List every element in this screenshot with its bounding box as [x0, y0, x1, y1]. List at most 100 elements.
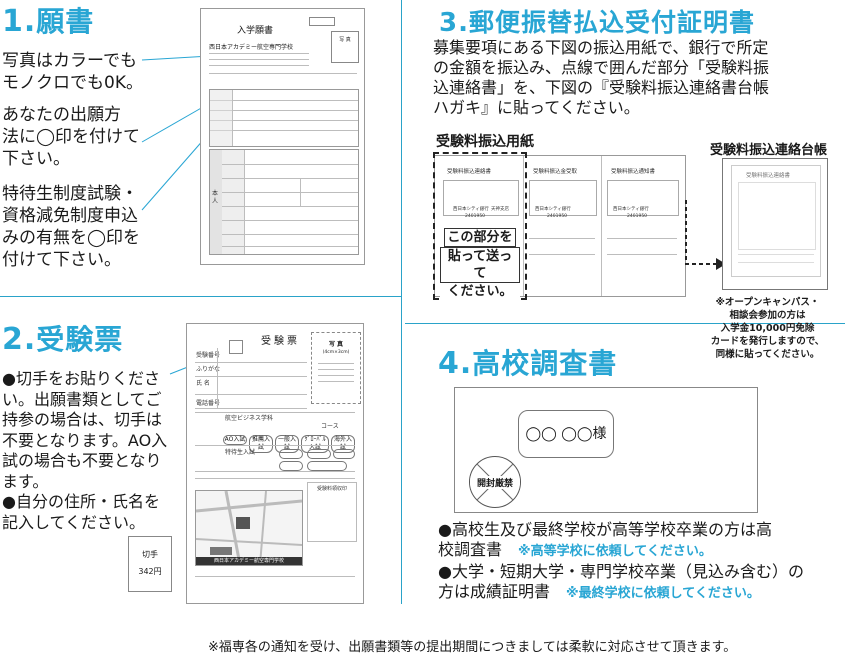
- form-photo-label: 写 真: [339, 37, 351, 43]
- section4-heading: 4.高校調査書: [438, 342, 617, 382]
- stamp-box: 切手 342円: [128, 536, 172, 592]
- section2-para: ●切手をお貼りくださ い。出願書類としてご 持参の場合は、切手は 不要となります…: [2, 369, 167, 533]
- text-line: 込連絡書」を、下図の『受験料振込連絡書台帳: [433, 78, 770, 97]
- callout-line: この部分を: [444, 228, 516, 247]
- ticket-seal-label: 受験料領収印: [316, 486, 347, 492]
- divider-right-horizontal: [405, 323, 845, 324]
- text-line: 特待生制度試験・: [2, 184, 138, 204]
- label-ledger: 受験料振込連絡台帳: [710, 143, 828, 158]
- ledger-title: 受験料振込連絡書: [746, 173, 791, 179]
- section1-title: 願書: [36, 5, 95, 38]
- ticket-photo-size: (4cm×3cm): [322, 350, 350, 355]
- section4-title: 高校調査書: [472, 347, 618, 380]
- slip-bank: 西日本シティ銀行: [613, 207, 649, 212]
- section4-text: ●高校生及び最終学校が高等学校卒業の方は高 校調査書 ※高等学校に依頼してくださ…: [438, 520, 804, 604]
- ticket-pill: 一般入試: [275, 435, 299, 453]
- section3-title: 郵便振替払込受付証明書: [468, 8, 755, 37]
- ticket-course-area: 航空ビジネス学科 コース AO入試 推薦入試 一般入試 ｸﾞﾛｰﾊﾞﾙ入試 海外…: [195, 412, 355, 472]
- ticket-pill: AO入試: [223, 435, 247, 445]
- section4-number: 4.: [438, 346, 473, 381]
- section2-title: 受験票: [36, 323, 124, 356]
- form-photo-box: 写 真: [331, 31, 359, 63]
- section2-number: 2.: [2, 322, 37, 357]
- slip-callout: この部分を 貼って送って ください。: [440, 228, 520, 300]
- section2-heading: 2.受験票: [2, 318, 123, 358]
- section1-number: 1.: [2, 4, 37, 39]
- slip-title: 受験料振込連絡書: [447, 169, 492, 175]
- ticket-tokutai: 特待生入試: [225, 449, 256, 456]
- note-line: 同様に貼ってください。: [715, 349, 820, 360]
- form-side-label: 本人: [212, 190, 219, 205]
- text-line: 法に◯印を付けて: [2, 127, 141, 147]
- slip-title: 受験料振込金受取: [533, 169, 578, 175]
- slip-acct: 2401950: [547, 214, 568, 219]
- text-line: 持参の場合は、切手は: [2, 410, 163, 429]
- text-line: 不要となります。AO入: [2, 430, 168, 450]
- ticket-row-label: 受験番号: [196, 352, 221, 359]
- form-school-name: 西日本アカデミー航空専門学校: [209, 44, 294, 51]
- section3-para: 募集要項にある下図の振込用紙で、銀行で所定 の金額を振込み、点線で囲んだ部分「受…: [433, 38, 769, 118]
- section4-line2b-row: 方は成績証明書 ※最終学校に依頼してください。: [438, 582, 804, 604]
- label-transfer-slip: 受験料振込用紙: [436, 134, 534, 150]
- map-roads: [196, 491, 302, 565]
- ticket-row-label: 電話番号: [196, 400, 221, 407]
- envelope-name: ◯◯ ◯◯様: [525, 426, 607, 442]
- section4-line2b: 方は成績証明書: [438, 582, 551, 601]
- text-line: 資格減免制度申込: [2, 206, 138, 226]
- section3-heading: 3.郵便振替払込受付証明書: [439, 3, 755, 39]
- slip-branch: 天神支店: [491, 207, 509, 212]
- section1-para3: 特待生制度試験・ 資格減免制度申込 みの有無を◯印を 付けて下さい。: [2, 183, 140, 271]
- note-line: ※オープンキャンパス・: [715, 297, 820, 308]
- section4-note2: ※最終学校に依頼してください。: [566, 586, 760, 601]
- footer-note: ※福専各の通知を受け、出願書類等の提出期間につきましては柔軟に対応させて頂きます…: [208, 640, 737, 655]
- ticket-title: 受験票: [261, 336, 300, 347]
- section4-line1a: ●高校生及び最終学校が高等学校卒業の方は高: [438, 520, 772, 539]
- text-line: 付けて下さい。: [2, 250, 121, 270]
- slip-acct: 2401950: [627, 214, 648, 219]
- ticket-photo-label: 写 真: [328, 341, 344, 348]
- divider-left-horizontal: [0, 296, 401, 297]
- ticket-photo-box: 写 真 (4cm×3cm): [311, 332, 361, 404]
- text-line: みの有無を◯印を: [2, 228, 141, 248]
- form-personal-table: 本人: [209, 149, 359, 255]
- stamp-label: 切手: [142, 550, 158, 559]
- ticket-row-label: 氏 名: [196, 380, 210, 387]
- note-line: 相談会参加の方は: [729, 310, 806, 321]
- note-line: 入学金10,000円免除: [720, 323, 815, 334]
- text-line: 写真はカラーでも: [2, 51, 137, 71]
- text-line: ハガキ』に貼ってください。: [433, 98, 640, 117]
- ticket-seal-box: 受験料領収印: [307, 482, 357, 542]
- section4-line2a: ●大学・短期大学・専門学校卒業（見込み含む）の: [438, 562, 804, 581]
- text-line: ます。: [2, 471, 49, 491]
- ticket-school: 航空ビジネス学科: [225, 415, 274, 422]
- form-title: 入学願書: [237, 26, 274, 36]
- ticket-row-label: ふりがな: [196, 366, 221, 373]
- text-line: の金額を振込み、点線で囲んだ部分「受験料振: [433, 58, 770, 77]
- text-line: 試の場合も不要となり: [2, 451, 162, 470]
- text-line: 記入してください。: [2, 512, 146, 532]
- seal-label: 開封厳禁: [470, 476, 520, 489]
- section1-para1: 写真はカラーでも モノクロでも0K。: [2, 50, 143, 94]
- ticket-pill: 海外入試: [331, 435, 355, 453]
- ticket-stamp-corner: [229, 340, 243, 354]
- divider-vertical: [401, 0, 402, 604]
- application-form: 入学願書 西日本アカデミー航空専門学校 写 真 本人: [200, 8, 365, 265]
- slip-to-ledger-arrow: [685, 200, 726, 270]
- seal-circle: 開封厳禁: [469, 456, 521, 508]
- stamp-price: 342円: [138, 567, 162, 576]
- note-line: カードを発行しますので、: [710, 336, 825, 347]
- slip-bank: 西日本シティ銀行: [453, 207, 489, 212]
- ticket-course: コース: [321, 423, 339, 430]
- slip-bank: 西日本シティ銀行: [535, 207, 571, 212]
- form-method-table: [209, 89, 359, 147]
- ticket-pill: ｸﾞﾛｰﾊﾞﾙ入試: [301, 435, 329, 453]
- text-line: モノクロでも0K。: [2, 73, 143, 93]
- section4-line1b-row: 校調査書 ※高等学校に依頼してください。: [438, 540, 804, 562]
- text-line: ●切手をお貼りくださ: [2, 369, 160, 388]
- section4-note1: ※高等学校に依頼してください。: [518, 544, 712, 559]
- section1-heading: 1.願書: [2, 0, 94, 40]
- exam-ticket: 受験票 写 真 (4cm×3cm) 受験番号 ふりがな 氏 名 電話番号 航空ビ…: [186, 323, 364, 604]
- slip-title: 受験料振込通知書: [611, 169, 656, 175]
- form-number-box: [309, 17, 335, 26]
- section3-note: ※オープンキャンパス・ 相談会参加の方は 入学金10,000円免除 カードを発行…: [690, 296, 845, 361]
